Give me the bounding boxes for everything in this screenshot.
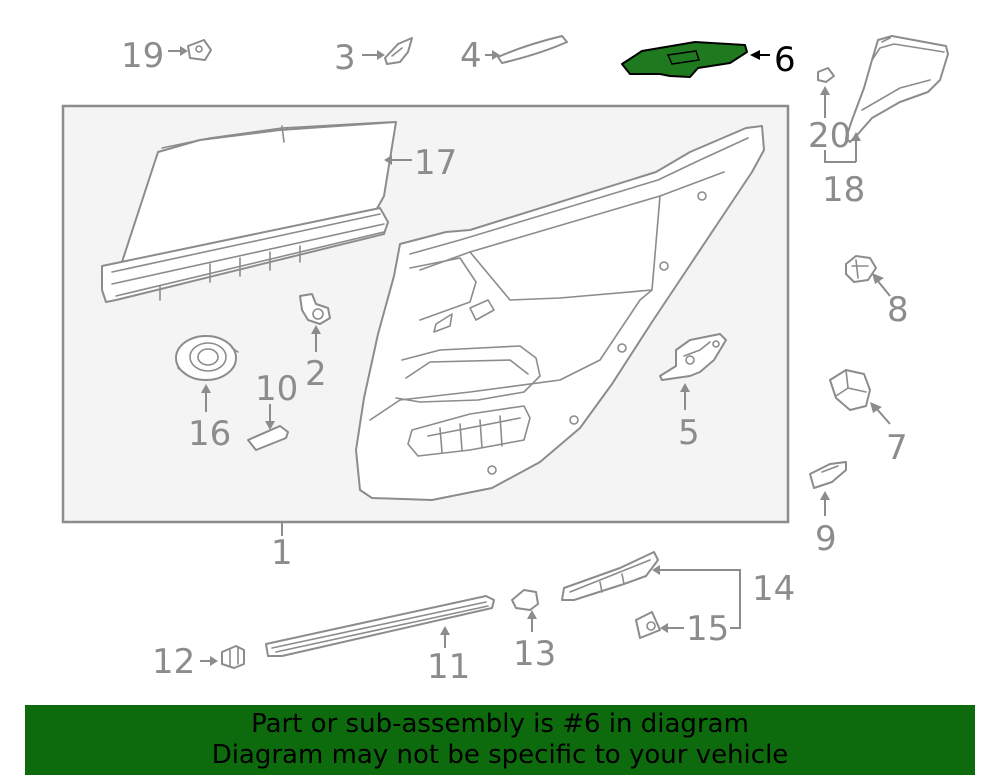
label-9: 9 — [815, 519, 837, 559]
door-trim-panel[interactable] — [355, 125, 765, 501]
info-banner: Part or sub-assembly is #6 in diagram Di… — [25, 705, 975, 775]
label-20: 20 — [808, 116, 851, 156]
part-20-clip[interactable] — [817, 67, 835, 83]
part-18-pillar[interactable] — [845, 35, 949, 143]
label-13: 13 — [513, 634, 556, 674]
parts-diagram: 19 3 4 6 20 18 17 8 2 10 16 5 7 9 1 14 1… — [61, 35, 949, 687]
label-17: 17 — [414, 143, 457, 183]
label-4: 4 — [460, 36, 482, 76]
part-8-clip[interactable] — [845, 255, 877, 283]
banner-line-2: Diagram may not be specific to your vehi… — [211, 740, 789, 770]
part-7-switch[interactable] — [829, 369, 871, 411]
part-2-screw[interactable] — [299, 293, 331, 325]
part-15-clip[interactable] — [635, 611, 661, 639]
part-14-reinforcement[interactable] — [561, 551, 659, 601]
part-9-clip[interactable] — [809, 461, 847, 489]
label-14: 14 — [752, 569, 795, 609]
part-6-highlighted[interactable] — [621, 41, 748, 78]
label-16: 16 — [188, 414, 231, 454]
label-15: 15 — [686, 609, 729, 649]
label-8: 8 — [887, 290, 909, 330]
label-5: 5 — [678, 413, 700, 453]
label-2: 2 — [305, 354, 327, 394]
part-3-bracket[interactable] — [384, 37, 413, 65]
part-19-clip[interactable] — [187, 39, 212, 61]
label-7: 7 — [886, 428, 908, 468]
label-19: 19 — [121, 36, 164, 76]
label-11: 11 — [427, 647, 470, 687]
label-3: 3 — [334, 38, 356, 78]
label-1: 1 — [271, 533, 293, 573]
part-11-weatherstrip[interactable] — [265, 595, 495, 657]
label-6: 6 — [774, 40, 796, 80]
label-12: 12 — [152, 642, 195, 682]
label-10: 10 — [255, 369, 298, 409]
part-10-pad[interactable] — [247, 425, 289, 451]
part-12-clip[interactable] — [221, 645, 245, 669]
label-18: 18 — [822, 170, 865, 210]
banner-line-1: Part or sub-assembly is #6 in diagram — [251, 709, 749, 739]
part-13-clip[interactable] — [511, 589, 539, 611]
part-17-sunshade[interactable] — [101, 121, 397, 303]
part-5-handle[interactable] — [659, 333, 727, 381]
part-4-garnish[interactable] — [497, 35, 568, 64]
part-16-speaker[interactable] — [175, 335, 239, 381]
